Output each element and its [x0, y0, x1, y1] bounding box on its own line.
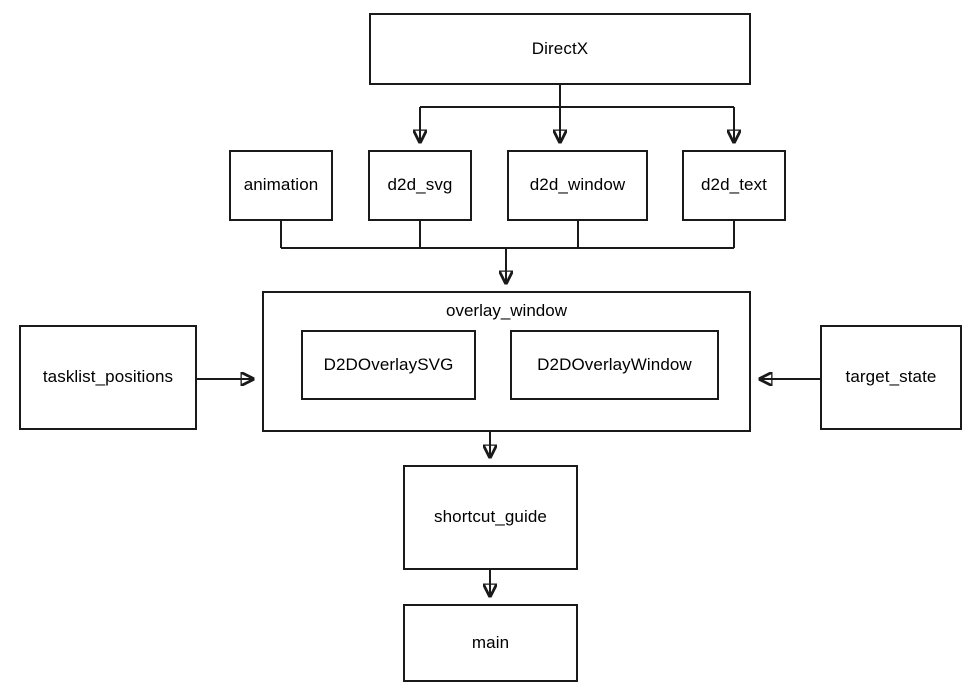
node-d2doverlaysvg-label: D2DOverlaySVG — [323, 354, 454, 374]
cluster-overlay-window[interactable]: overlay_window D2DOverlaySVG D2DOverlayW… — [262, 291, 751, 432]
node-main[interactable]: main — [403, 604, 578, 682]
node-d2doverlaywindow-label: D2DOverlayWindow — [537, 354, 692, 374]
node-d2doverlaywindow[interactable]: D2DOverlayWindow — [510, 330, 719, 400]
node-directx-label: DirectX — [531, 38, 589, 58]
node-d2d-window-label: d2d_window — [529, 175, 626, 195]
node-animation-label: animation — [243, 175, 319, 195]
node-d2d-text[interactable]: d2d_text — [682, 150, 786, 221]
edge-modules-to-overlay — [280, 221, 735, 283]
node-d2doverlaysvg[interactable]: D2DOverlaySVG — [301, 330, 476, 400]
node-target-state[interactable]: target_state — [820, 325, 962, 430]
node-d2d-svg-label: d2d_svg — [387, 175, 453, 195]
node-target-state-label: target_state — [845, 367, 937, 387]
node-main-label: main — [471, 632, 510, 652]
node-tasklist-positions[interactable]: tasklist_positions — [19, 325, 197, 430]
node-animation[interactable]: animation — [229, 150, 333, 221]
node-d2d-text-label: d2d_text — [700, 175, 768, 195]
cluster-overlay-window-label: overlay_window — [446, 301, 567, 320]
node-directx[interactable]: DirectX — [369, 13, 751, 85]
node-d2d-window[interactable]: d2d_window — [507, 150, 648, 221]
node-shortcut-guide[interactable]: shortcut_guide — [403, 465, 578, 570]
node-tasklist-positions-label: tasklist_positions — [42, 367, 174, 387]
node-d2d-svg[interactable]: d2d_svg — [368, 150, 472, 221]
node-shortcut-guide-label: shortcut_guide — [434, 507, 547, 527]
edge-directx-fanout — [420, 85, 734, 142]
